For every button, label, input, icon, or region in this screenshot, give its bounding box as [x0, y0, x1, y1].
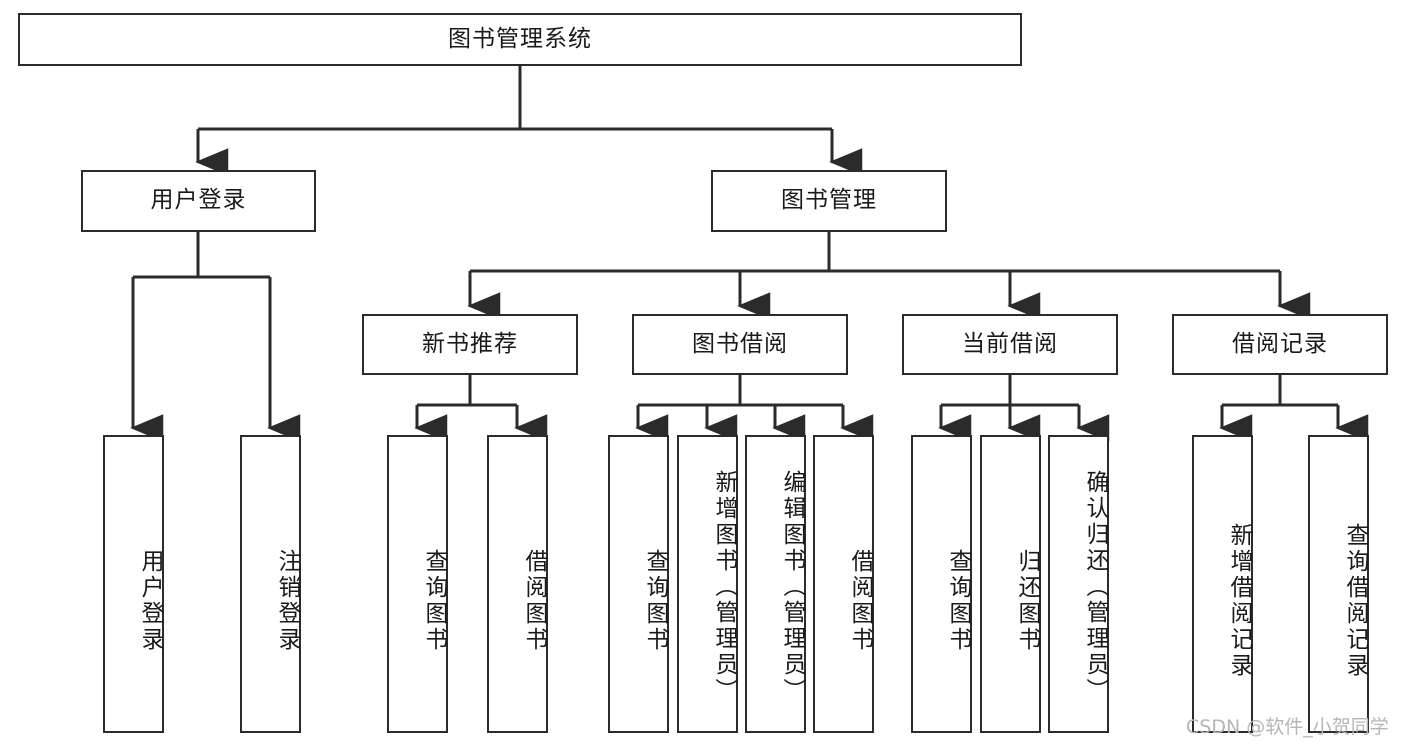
leaf-record-query-borrow-record[interactable]: 查询借阅记录 [1308, 435, 1369, 733]
node-book-borrow[interactable]: 图书借阅 [632, 314, 848, 375]
node-book-management[interactable]: 图书管理 [711, 170, 947, 232]
node-label: 图书借阅 [692, 330, 788, 357]
leaf-recommend-query-book[interactable]: 查询图书 [387, 435, 448, 733]
node-label: 图书管理系统 [448, 25, 592, 52]
node-label: 查询图书 [421, 549, 447, 653]
leaf-user-login-signout[interactable]: 注销登录 [240, 435, 301, 733]
node-current-borrow[interactable]: 当前借阅 [902, 314, 1118, 375]
node-label: 确认归还（管理员） [1082, 470, 1108, 704]
node-new-book-recommend[interactable]: 新书推荐 [362, 314, 578, 375]
node-label: 当前借阅 [962, 330, 1058, 357]
leaf-current-return-book[interactable]: 归还图书 [980, 435, 1041, 733]
csdn-watermark: CSDN @软件_小贺同学 [1186, 716, 1389, 738]
node-label: 借阅图书 [847, 549, 873, 653]
node-label: 新增借阅记录 [1226, 523, 1252, 679]
leaf-borrow-edit-book-admin[interactable]: 编辑图书（管理员） [745, 435, 806, 733]
node-label: 查询图书 [642, 549, 668, 653]
node-label: 编辑图书（管理员） [779, 470, 805, 704]
leaf-record-add-borrow-record[interactable]: 新增借阅记录 [1192, 435, 1253, 733]
leaf-borrow-add-book-admin[interactable]: 新增图书（管理员） [677, 435, 738, 733]
node-label: 用户登录 [150, 187, 247, 214]
node-label: 用户登录 [137, 549, 163, 653]
leaf-borrow-borrow-book[interactable]: 借阅图书 [813, 435, 874, 733]
node-label: 查询图书 [945, 549, 971, 653]
leaf-current-query-book[interactable]: 查询图书 [911, 435, 972, 733]
node-label: 新书推荐 [422, 330, 518, 357]
leaf-current-confirm-return-admin[interactable]: 确认归还（管理员） [1048, 435, 1109, 733]
node-user-login[interactable]: 用户登录 [81, 170, 316, 232]
leaf-borrow-query-book[interactable]: 查询图书 [608, 435, 669, 733]
leaf-user-login-signin[interactable]: 用户登录 [103, 435, 164, 733]
node-root-book-management-system[interactable]: 图书管理系统 [18, 13, 1022, 66]
node-label: 图书管理 [781, 187, 877, 214]
node-label: 归还图书 [1014, 549, 1040, 653]
leaf-recommend-borrow-book[interactable]: 借阅图书 [487, 435, 548, 733]
node-label: 查询借阅记录 [1342, 523, 1368, 679]
node-label: 借阅记录 [1232, 330, 1328, 357]
node-label: 借阅图书 [521, 549, 547, 653]
node-label: 注销登录 [274, 549, 300, 653]
node-borrow-record[interactable]: 借阅记录 [1172, 314, 1388, 375]
node-label: 新增图书（管理员） [711, 470, 737, 704]
